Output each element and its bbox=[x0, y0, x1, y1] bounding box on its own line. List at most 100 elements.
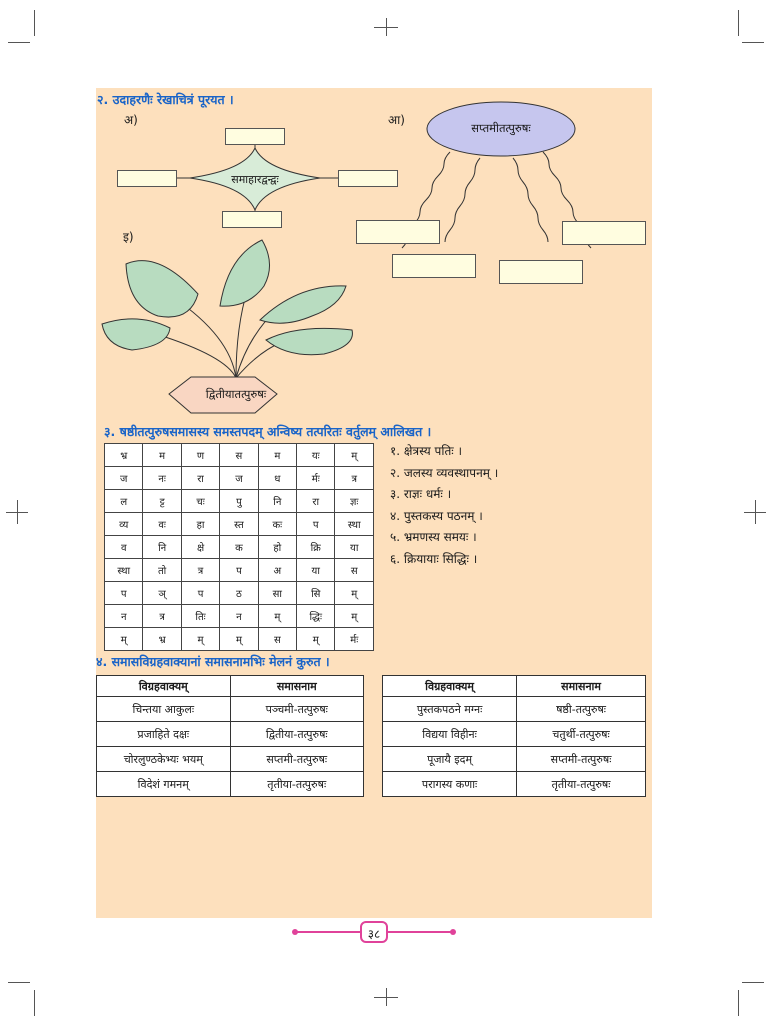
table-row: चोरलुण्ठकेभ्यः भयम् सप्तमी-तत्पुरुषः bbox=[96, 746, 364, 772]
grid-cell[interactable]: क bbox=[219, 535, 259, 559]
grid-cell[interactable]: तो bbox=[142, 558, 182, 582]
grid-cell[interactable]: स bbox=[219, 443, 259, 467]
grid-cell[interactable]: अ bbox=[257, 558, 298, 582]
grid-cell[interactable]: म् bbox=[334, 581, 374, 605]
grid-cell[interactable]: म् bbox=[334, 443, 374, 467]
grid-cell[interactable]: म् bbox=[257, 604, 298, 628]
grid-cell[interactable]: ठ bbox=[219, 581, 259, 605]
page-ornament-line bbox=[296, 931, 360, 933]
grid-cell[interactable]: म bbox=[142, 443, 182, 467]
grid-cell[interactable]: र्मः bbox=[296, 466, 336, 490]
blank-box[interactable] bbox=[562, 221, 646, 245]
grid-cell[interactable]: ध bbox=[257, 466, 298, 490]
grid-cell[interactable]: चः bbox=[180, 489, 221, 513]
crop-mark bbox=[742, 42, 764, 43]
grid-cell[interactable]: क्रि bbox=[296, 535, 336, 559]
clue-item: १. क्षेत्रस्य पतिः । bbox=[390, 444, 463, 458]
grid-cell[interactable]: म् bbox=[296, 627, 336, 651]
grid-cell[interactable]: हो bbox=[257, 535, 298, 559]
grid-cell[interactable]: न bbox=[219, 604, 259, 628]
section-3-heading: ३. षष्ठीतत्पुरुषसमासस्य समस्तपदम् अन्विष… bbox=[104, 424, 432, 439]
grid-cell[interactable]: म् bbox=[219, 627, 259, 651]
ellipse-diagram bbox=[401, 101, 592, 249]
blank-box[interactable] bbox=[117, 170, 177, 187]
crop-mark bbox=[738, 10, 739, 36]
grid-cell[interactable]: सा bbox=[257, 581, 298, 605]
grid-cell[interactable]: क्षे bbox=[180, 535, 221, 559]
table-cell: तृतीया-तत्पुरुषः bbox=[516, 771, 646, 797]
grid-cell[interactable]: ज bbox=[103, 466, 144, 490]
clue-item: ५. भ्रमणस्य समयः । bbox=[390, 530, 477, 544]
grid-cell[interactable]: म् bbox=[103, 627, 144, 651]
grid-cell[interactable]: हा bbox=[180, 512, 221, 536]
page-number: ३८ bbox=[360, 921, 388, 943]
clue-item: ६. क्रियायाः सिद्धिः । bbox=[390, 551, 478, 566]
grid-cell[interactable]: व bbox=[103, 535, 144, 559]
grid-cell[interactable]: कः bbox=[257, 512, 298, 536]
grid-cell[interactable]: स्था bbox=[103, 558, 144, 582]
grid-cell[interactable]: या bbox=[296, 558, 336, 582]
hexagon-shape bbox=[168, 376, 278, 414]
grid-cell[interactable]: त्र bbox=[180, 558, 221, 582]
grid-cell[interactable]: स्था bbox=[334, 512, 374, 536]
table-cell: सप्तमी-तत्पुरुषः bbox=[516, 746, 646, 772]
grid-cell[interactable]: म bbox=[257, 443, 298, 467]
crop-mark bbox=[17, 500, 18, 524]
grid-cell[interactable]: म् bbox=[180, 627, 221, 651]
grid-cell[interactable]: ज bbox=[219, 466, 259, 490]
match-table-right: विग्रहवाक्यम् समासनाम पुस्तकपठने मग्नः ष… bbox=[381, 675, 646, 797]
grid-cell[interactable]: त्र bbox=[142, 604, 182, 628]
grid-cell[interactable]: नि bbox=[257, 489, 298, 513]
grid-cell[interactable]: ल bbox=[103, 489, 144, 513]
blank-box[interactable] bbox=[338, 170, 398, 187]
grid-cell[interactable]: त्र bbox=[334, 466, 374, 490]
grid-cell[interactable]: ज्ञः bbox=[334, 489, 374, 513]
grid-cell[interactable]: स्त bbox=[219, 512, 259, 536]
grid-cell[interactable]: स bbox=[334, 558, 374, 582]
grid-cell[interactable]: रा bbox=[296, 489, 336, 513]
blank-box[interactable] bbox=[499, 260, 583, 284]
grid-cell[interactable]: ट्ट bbox=[142, 489, 182, 513]
table-row: परागस्य कणाः तृतीया-तत्पुरुषः bbox=[381, 771, 646, 797]
table-cell: द्वितीया-तत्पुरुषः bbox=[229, 721, 364, 747]
table-cell: चतुर्थी-तत्पुरुषः bbox=[516, 721, 646, 747]
blank-box[interactable] bbox=[392, 254, 476, 278]
grid-cell[interactable]: तिः bbox=[180, 604, 221, 628]
grid-cell[interactable]: म् bbox=[334, 604, 374, 628]
grid-cell[interactable]: प bbox=[103, 581, 144, 605]
blank-box[interactable] bbox=[222, 211, 282, 228]
crop-mark bbox=[755, 500, 756, 524]
grid-cell[interactable]: ञ् bbox=[142, 581, 182, 605]
crop-mark bbox=[8, 42, 30, 43]
grid-cell[interactable]: प bbox=[219, 558, 259, 582]
grid-cell[interactable]: प bbox=[296, 512, 336, 536]
column-header: विग्रहवाक्यम् bbox=[96, 675, 231, 697]
grid-cell[interactable]: भ्र bbox=[103, 443, 144, 467]
grid-cell[interactable]: रा bbox=[180, 466, 221, 490]
star-diagram bbox=[176, 145, 338, 212]
grid-cell[interactable]: पु bbox=[219, 489, 259, 513]
grid-cell[interactable]: भ्र bbox=[142, 627, 182, 651]
grid-cell[interactable]: नः bbox=[142, 466, 182, 490]
grid-cell[interactable]: द्धिः bbox=[296, 604, 336, 628]
grid-cell[interactable]: वः bbox=[142, 512, 182, 536]
grid-cell[interactable]: र्मः bbox=[334, 627, 374, 651]
crop-mark bbox=[8, 982, 30, 983]
blank-box[interactable] bbox=[225, 128, 285, 145]
label-aa: आ) bbox=[388, 113, 405, 127]
grid-cell[interactable]: स bbox=[257, 627, 298, 651]
leaf-diagram bbox=[101, 239, 353, 414]
grid-cell[interactable]: सि bbox=[296, 581, 336, 605]
grid-cell[interactable]: ण bbox=[180, 443, 221, 467]
grid-cell[interactable]: न bbox=[103, 604, 144, 628]
grid-cell[interactable]: नि bbox=[142, 535, 182, 559]
grid-cell[interactable]: प bbox=[180, 581, 221, 605]
blank-box[interactable] bbox=[356, 220, 440, 244]
grid-cell[interactable]: यः bbox=[296, 443, 336, 467]
grid-cell[interactable]: व्य bbox=[103, 512, 144, 536]
grid-cell[interactable]: या bbox=[334, 535, 374, 559]
